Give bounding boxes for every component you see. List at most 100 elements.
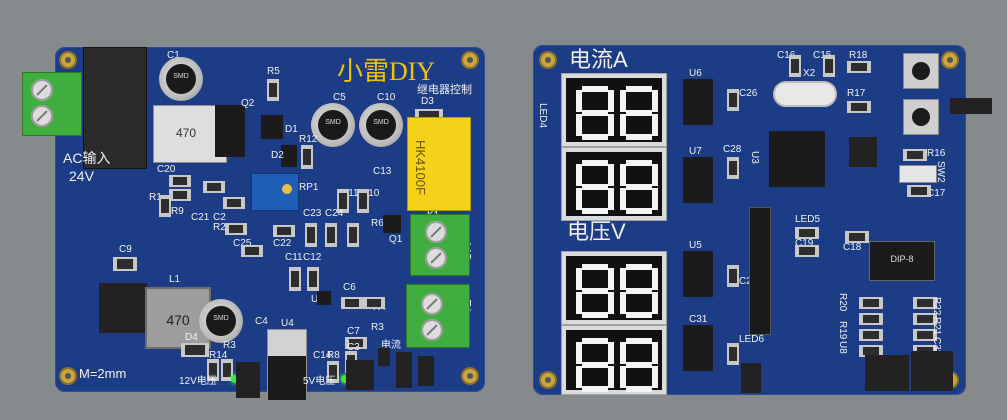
smd-cap bbox=[305, 223, 317, 247]
mcu-u3 bbox=[769, 131, 825, 187]
label-current: 电流 bbox=[381, 340, 401, 351]
header-pins[interactable] bbox=[418, 356, 434, 386]
led-12v bbox=[231, 375, 239, 383]
ref-label: C27 bbox=[739, 277, 757, 287]
ref-label: D1 bbox=[285, 124, 298, 135]
electrolytic-capacitor: SMD bbox=[159, 57, 203, 101]
smd-cap bbox=[727, 157, 739, 179]
smd-resistor bbox=[327, 361, 339, 383]
ref-label: R8 bbox=[327, 350, 340, 361]
ref-label: U7 bbox=[689, 146, 702, 157]
smd-cap bbox=[289, 267, 301, 291]
ref-label: C15 bbox=[813, 51, 831, 61]
label-12v: 12V电压 bbox=[179, 376, 217, 387]
pin-header-strip[interactable] bbox=[749, 207, 771, 335]
smd-resistor bbox=[847, 101, 871, 113]
header-pins-right[interactable] bbox=[950, 98, 992, 114]
electrolytic-capacitor: SMD bbox=[359, 103, 403, 147]
ic-u6 bbox=[683, 79, 713, 125]
header-pins[interactable] bbox=[911, 351, 953, 391]
ref-label: R22 bbox=[931, 297, 942, 316]
mount-hole bbox=[61, 369, 75, 383]
digit bbox=[574, 338, 618, 392]
digit bbox=[618, 338, 662, 392]
mount-hole bbox=[463, 53, 477, 67]
ref-label: C6 bbox=[343, 282, 356, 293]
push-button[interactable] bbox=[903, 99, 939, 135]
digit bbox=[618, 86, 662, 140]
ref-label: X2 bbox=[803, 68, 816, 79]
header-pins[interactable] bbox=[849, 137, 877, 167]
ref-label: C23 bbox=[303, 208, 322, 219]
diode-d2 bbox=[281, 145, 297, 167]
smd-resistor bbox=[267, 79, 279, 101]
ref-label: R21 bbox=[931, 317, 942, 336]
ac-voltage-label: 24V bbox=[69, 168, 94, 184]
smd-resistor bbox=[221, 359, 233, 381]
header-pins[interactable] bbox=[741, 363, 761, 393]
smd-resistor bbox=[859, 313, 883, 325]
smd-cap bbox=[169, 175, 191, 187]
ref-label: C18 bbox=[843, 242, 862, 253]
push-button[interactable] bbox=[903, 53, 939, 89]
smd-resistor bbox=[207, 359, 219, 381]
ref-label: LED6 bbox=[739, 334, 765, 345]
smd-resistor bbox=[913, 329, 937, 341]
ref-label: C22 bbox=[273, 238, 292, 249]
header-pins[interactable] bbox=[396, 352, 412, 388]
relay-control-label: 继电器控制 bbox=[417, 84, 472, 96]
smd-resistor bbox=[363, 297, 385, 309]
electrolytic-capacitor: SMD bbox=[199, 299, 243, 343]
ref-label: C26 bbox=[739, 88, 758, 99]
smd-cap bbox=[845, 231, 869, 243]
switching-regulator bbox=[99, 283, 147, 333]
ref-label: C14 bbox=[313, 350, 332, 361]
ref-label: R3 bbox=[371, 322, 384, 333]
bridge-rectifier bbox=[83, 47, 147, 169]
mount-hole bbox=[463, 369, 477, 383]
rl-terminal[interactable] bbox=[406, 284, 470, 348]
smd-cap bbox=[241, 245, 263, 257]
smd-cap bbox=[727, 265, 739, 287]
ref-label: R20 bbox=[837, 293, 848, 312]
seven-seg-led6 bbox=[561, 325, 667, 395]
ref-label: C25 bbox=[233, 238, 252, 249]
ref-label: C31 bbox=[689, 314, 708, 325]
vo-terminal[interactable] bbox=[410, 214, 470, 276]
ref-label: C12 bbox=[303, 252, 322, 263]
voltage-label: 电压V bbox=[567, 219, 626, 244]
led-5v bbox=[341, 375, 349, 383]
smd-resistor bbox=[337, 189, 349, 213]
ref-label: R17 bbox=[847, 88, 866, 99]
ic-u5 bbox=[683, 251, 713, 297]
ref-label: C21 bbox=[191, 212, 210, 223]
header-pins[interactable] bbox=[378, 348, 390, 366]
seven-seg-led2 bbox=[561, 251, 667, 325]
header-12v[interactable] bbox=[236, 362, 260, 398]
smd-cap bbox=[907, 185, 931, 197]
seven-seg-led5 bbox=[561, 147, 667, 221]
mount-hole bbox=[541, 53, 555, 67]
mount-hole bbox=[61, 53, 75, 67]
mount-label: M=2mm bbox=[79, 366, 127, 381]
ref-label: C13 bbox=[373, 166, 392, 177]
smd-cap bbox=[273, 225, 295, 237]
ac-input-label: AC输入 bbox=[63, 150, 111, 166]
ref-label: RP1 bbox=[299, 182, 319, 193]
header-5v[interactable] bbox=[346, 360, 374, 390]
ac-input-terminal[interactable] bbox=[22, 72, 82, 136]
ref-label: U6 bbox=[689, 68, 702, 79]
dip-8-socket: DIP-8 bbox=[869, 241, 935, 281]
ref-label: D2 bbox=[271, 150, 284, 161]
ref-label: C17 bbox=[927, 188, 946, 199]
potentiometer-rp1[interactable] bbox=[251, 173, 299, 211]
ref-label: C7 bbox=[347, 326, 360, 337]
slide-switch-sw2[interactable] bbox=[899, 165, 937, 183]
ref-label: C11 bbox=[285, 252, 303, 263]
header-pins[interactable] bbox=[865, 355, 909, 391]
ref-label: R3 bbox=[223, 340, 236, 351]
smd-cap bbox=[223, 197, 245, 209]
ref-label: U8 bbox=[837, 341, 848, 354]
label-5v: 5V电压 bbox=[303, 376, 336, 387]
smd-resistor bbox=[903, 149, 927, 161]
